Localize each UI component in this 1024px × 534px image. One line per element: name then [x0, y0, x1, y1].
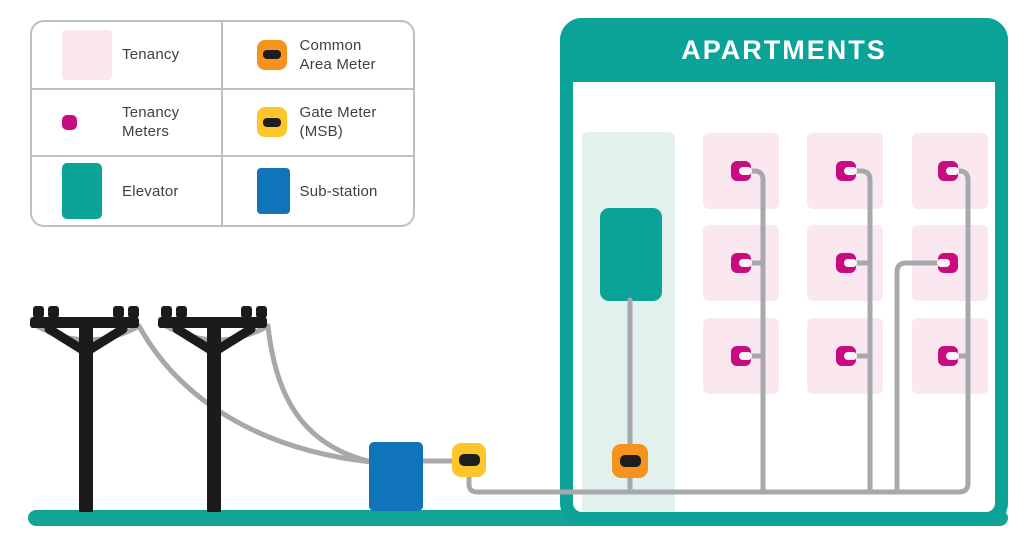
legend-item-elevator: Elevator: [32, 157, 223, 225]
gate-meter-icon: [256, 107, 287, 138]
meter-slot: [844, 259, 857, 267]
insulator-knob: [33, 306, 44, 318]
meter-display-bar: [262, 117, 281, 127]
pole-braces: [44, 324, 128, 357]
power-pole-1: [30, 306, 139, 512]
legend: Tenancy Common Area Meter Tenancy Meters…: [30, 20, 415, 227]
riser4: [894, 260, 951, 495]
elevator: [600, 208, 662, 301]
legend-label: Sub-station: [299, 182, 378, 200]
building-title: APARTMENTS: [681, 34, 887, 65]
common-area-meter-icon: [256, 39, 287, 70]
meter-slot: [739, 167, 752, 175]
pole-crossarm: [30, 317, 139, 328]
main-feed-and-riser3: [466, 168, 971, 495]
legend-iconbox: [256, 168, 300, 215]
legend-label: Elevator: [122, 182, 179, 200]
gate-meter: [452, 443, 486, 477]
legend-label: Tenancy Meters: [122, 104, 180, 141]
legend-label: Tenancy: [122, 46, 180, 64]
building-header: APARTMENTS: [560, 18, 1008, 82]
tenancy-swatch: [62, 29, 112, 80]
legend-label: Gate Meter (MSB): [299, 104, 377, 141]
tenancy-meter-swatch: [62, 114, 77, 130]
pole-trunk: [79, 322, 93, 512]
pole-braces: [172, 324, 256, 357]
meter-display-bar: [619, 455, 641, 467]
tenancy-meter: [836, 346, 857, 366]
pole-trunk: [207, 322, 221, 512]
feeder-wire-2: [265, 323, 375, 465]
tenancy-meter: [731, 253, 752, 273]
legend-item-tenancy: Tenancy: [32, 22, 223, 90]
tenancy-meter: [937, 253, 958, 273]
riser2: [843, 168, 873, 495]
meter-slot: [739, 352, 752, 360]
legend-iconbox: [256, 39, 300, 70]
tenancy-meter: [938, 161, 959, 181]
insulator-knob: [48, 306, 59, 318]
elevator-swatch: [62, 163, 102, 220]
wire-group: [34, 168, 971, 495]
pole-crossarm: [158, 317, 267, 328]
legend-iconbox: [256, 107, 300, 138]
legend-item-gate-meter: Gate Meter (MSB): [222, 90, 413, 158]
legend-item-tenancy-meters: Tenancy Meters: [32, 89, 223, 158]
insulator-knob: [128, 306, 139, 318]
power-pole-2: [158, 306, 267, 512]
legend-iconbox: [62, 114, 122, 130]
insulator-knob: [161, 306, 172, 318]
tenancy-meter: [731, 346, 752, 366]
insulator-knob: [176, 306, 187, 318]
tenancy-meter: [836, 161, 857, 181]
legend-item-common-area-meter: Common Area Meter: [222, 22, 413, 90]
meter-slot: [844, 167, 857, 175]
insulator-knob: [256, 306, 267, 318]
legend-iconbox: [62, 163, 122, 220]
substation-swatch: [256, 168, 290, 215]
tenancy-meter: [938, 346, 959, 366]
legend-label: Common Area Meter: [299, 36, 376, 73]
insulator-knob: [113, 306, 124, 318]
meter-slot: [844, 352, 857, 360]
meter-display-bar: [262, 50, 281, 60]
legend-iconbox: [62, 29, 122, 80]
meter-display-bar: [458, 454, 480, 466]
feeder-wire-1: [136, 323, 375, 465]
tenancy-meter: [731, 161, 752, 181]
substation: [369, 442, 423, 511]
riser1: [738, 168, 766, 495]
meter-slot: [937, 259, 950, 267]
tenancy-meter: [836, 253, 857, 273]
meter-slot: [946, 167, 959, 175]
legend-item-sub-station: Sub-station: [223, 157, 414, 225]
meter-slot: [946, 352, 959, 360]
insulator-knob: [241, 306, 252, 318]
meter-slot: [739, 259, 752, 267]
power-poles: [30, 306, 267, 512]
common-area-meter: [612, 444, 648, 478]
